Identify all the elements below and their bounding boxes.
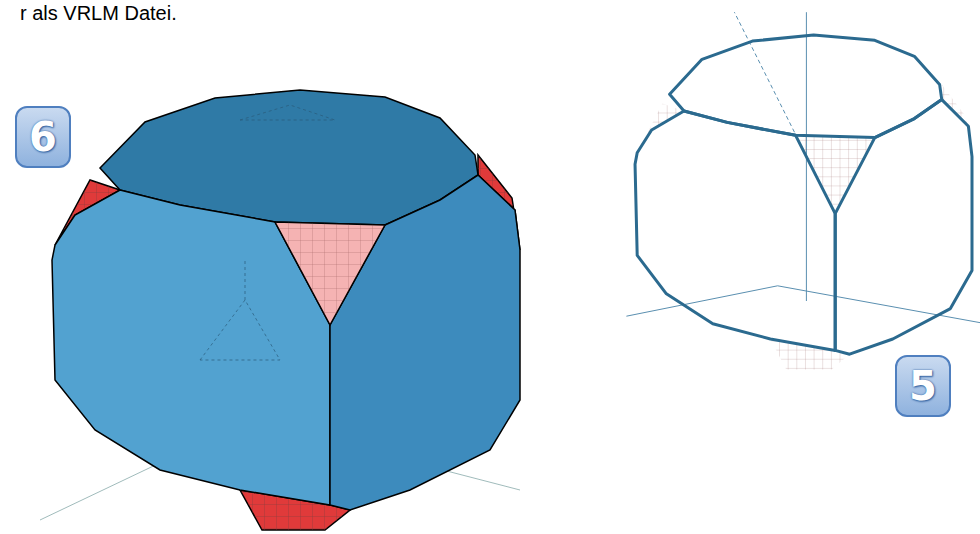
callout-number: 6 bbox=[29, 117, 57, 157]
face-outline bbox=[635, 111, 835, 350]
face-outline bbox=[670, 35, 942, 138]
solid-rounded-cube bbox=[40, 90, 520, 530]
hidden-edge bbox=[200, 260, 280, 360]
corner-grid bbox=[770, 339, 849, 369]
wireframe-rounded-cube bbox=[626, 12, 980, 369]
callout-number: 5 bbox=[909, 366, 937, 406]
hidden-edge bbox=[240, 105, 335, 120]
corner-grid bbox=[637, 103, 684, 152]
corner-grid bbox=[942, 84, 972, 156]
corner-grid bbox=[796, 135, 875, 213]
axis-line bbox=[778, 286, 980, 324]
callout-badge: 5 bbox=[895, 355, 951, 417]
corner-grid bbox=[275, 222, 385, 325]
axis-line bbox=[626, 286, 777, 316]
face-outline bbox=[835, 100, 972, 355]
corner-patch bbox=[275, 222, 385, 325]
caption-fragment: r als VRLM Datei. bbox=[20, 2, 177, 25]
callout-badge: 6 bbox=[15, 106, 71, 168]
